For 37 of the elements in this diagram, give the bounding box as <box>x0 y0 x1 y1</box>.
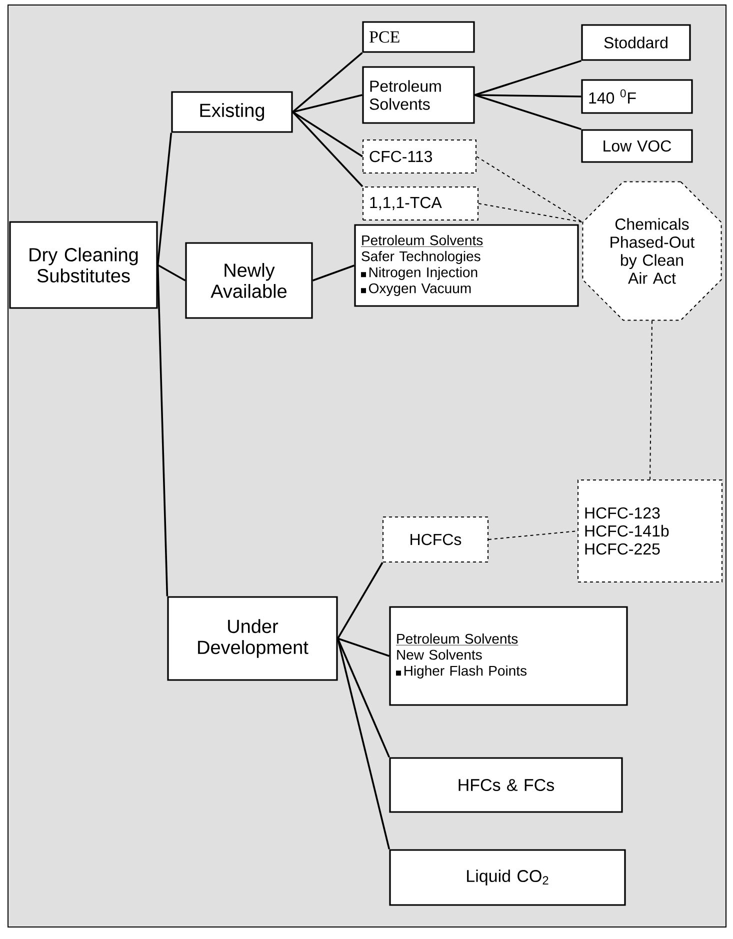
item-box: HCFC-123 HCFC-141b HCFC-225 <box>578 480 722 582</box>
connector-line <box>292 52 363 113</box>
octagon-sign: Chemicals Phased-Out by Clean Air Act <box>582 181 722 321</box>
item-box: Low VOC <box>581 129 693 163</box>
item-box: Petroleum Solvents <box>362 66 475 124</box>
item-box: PCE <box>362 21 475 53</box>
item-box: 1,1,1-TCA <box>362 186 478 220</box>
item-box: HCFCs <box>382 516 488 562</box>
category-box: Under Development <box>167 596 338 681</box>
connector-line <box>336 638 390 850</box>
item-box: CFC-113 <box>362 140 476 174</box>
connector-line <box>488 530 578 540</box>
connector-line <box>336 638 390 758</box>
item-box: Petroleum Solvents New Solvents Higher Flash Points <box>389 606 628 706</box>
category-box: Newly Available <box>185 242 313 319</box>
connector-line <box>338 638 390 657</box>
connector-line <box>474 94 582 130</box>
connector-line <box>157 264 186 282</box>
connector-line <box>156 132 172 266</box>
connector-line <box>337 562 384 639</box>
item-box: Petroleum Solvents Safer Technologies Nitrogen Injection Oxygen Vacuum <box>354 224 579 307</box>
connector-line <box>292 111 364 188</box>
connector-line <box>292 94 362 113</box>
item-box: Stoddard <box>581 24 691 61</box>
item-box: 140 $^{0}$F <box>581 79 693 114</box>
connector-line <box>292 111 363 158</box>
connector-line <box>650 320 652 480</box>
connector-line <box>312 264 354 282</box>
item-box: HFCs & FCs <box>389 757 623 813</box>
category-box: Existing <box>171 91 293 133</box>
connector-line <box>156 264 168 596</box>
connector-line <box>474 60 582 96</box>
title-box: Dry Cleaning Substitutes <box>9 221 158 309</box>
connector-line <box>478 203 583 223</box>
connector-line <box>476 156 583 223</box>
connector-line <box>474 94 582 98</box>
item-box: Liquid CO$_{2}$ <box>389 849 626 906</box>
